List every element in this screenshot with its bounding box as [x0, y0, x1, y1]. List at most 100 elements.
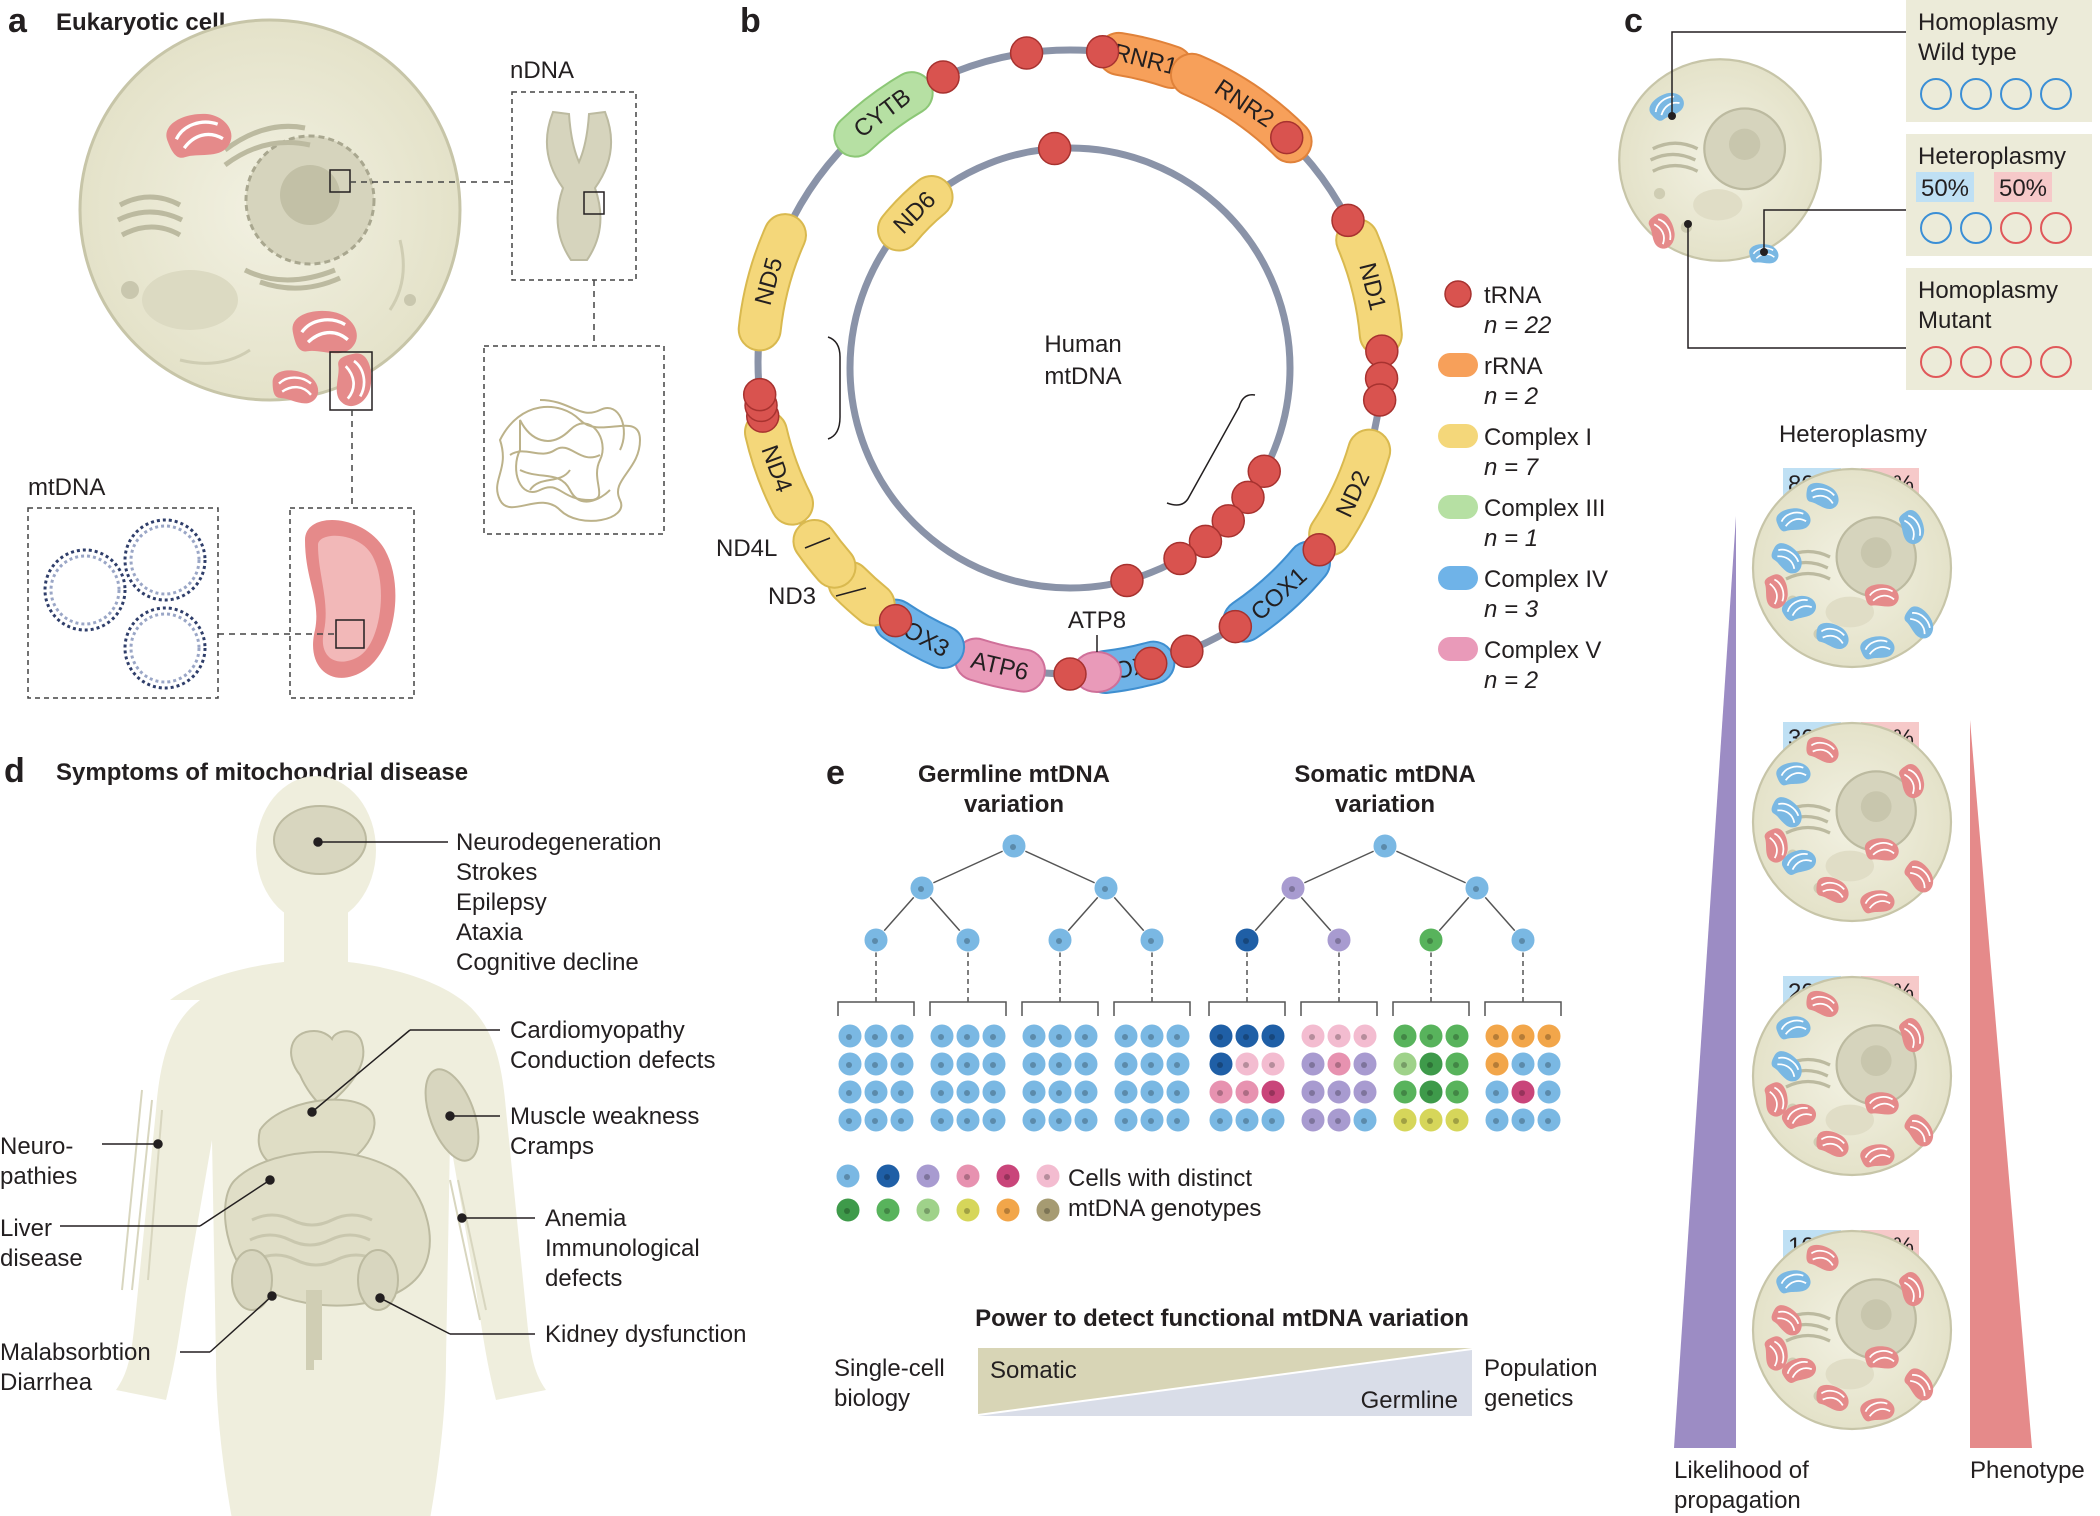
mitochondrion-large-icon: [305, 519, 396, 678]
trna-markers: [742, 34, 1399, 691]
nd3-label: ND3: [768, 583, 816, 610]
cell-node: [955, 1163, 981, 1189]
legend-count: n = 2: [1484, 383, 1538, 410]
cell-node: [1139, 1107, 1165, 1133]
legend-name: Complex III: [1484, 495, 1605, 522]
nd4l-label: ND4L: [716, 535, 777, 562]
cell-node: [1234, 1107, 1260, 1133]
gene-cytb: CYTB: [833, 71, 934, 158]
cell-node: [1047, 1079, 1073, 1105]
cell-node: [1484, 1107, 1510, 1133]
cell-node: [915, 1163, 941, 1189]
ndna-box: [511, 91, 637, 281]
cell-node: [1536, 1107, 1562, 1133]
symptom-gut-1: Malabsorbtion: [0, 1339, 151, 1366]
cell-node: [1464, 875, 1490, 901]
cell-node: [837, 1051, 863, 1077]
trna-marker: [1037, 131, 1072, 166]
cell-node: [1418, 927, 1444, 953]
symptom-muscle-2: Cramps: [510, 1133, 594, 1160]
legend-swatch: [1438, 495, 1478, 519]
trna-marker: [1163, 541, 1197, 576]
cell-node: [875, 1163, 901, 1189]
cell-node: [1073, 1107, 1099, 1133]
cell-node: [1372, 833, 1398, 859]
symptom-heart-1: Cardiomyopathy: [510, 1017, 685, 1044]
symptom-heart-2: Conduction defects: [510, 1047, 715, 1074]
cell-node: [1073, 1051, 1099, 1077]
cell-node: [1047, 927, 1073, 953]
chromatin-icon: [496, 399, 642, 522]
heteroplasmy-level: 30%70%: [1751, 721, 1953, 923]
genotype-legend: [835, 1163, 1061, 1223]
cell-node: [1035, 1163, 1061, 1189]
cell-node: [889, 1023, 915, 1049]
cell-node: [1021, 1023, 1047, 1049]
legend-count: n = 3: [1484, 596, 1539, 623]
legend-name: Complex I: [1484, 424, 1592, 451]
cell-node: [1047, 1107, 1073, 1133]
trna-marker: [1085, 34, 1120, 69]
cell-node: [1208, 1023, 1234, 1049]
cell-node: [1392, 1051, 1418, 1077]
cell-node: [889, 1107, 915, 1133]
panel-b: b Human mtDNA CYTBRNR1RNR2ND1ND2COX1COX2…: [716, 2, 1608, 694]
legend-count: n = 22: [1484, 312, 1551, 339]
cell-node: [1300, 1051, 1326, 1077]
cell-node: [929, 1023, 955, 1049]
homoplasmy-mut-subtitle: Mutant: [1918, 307, 1992, 334]
panel-a-title: Eukaryotic cell: [56, 9, 225, 36]
heteroplasmy-cells: 80%20%30%70%20%80%10%90%: [1751, 467, 1953, 1431]
trna-marker: [742, 377, 777, 412]
somatic-wedge: [978, 1348, 1472, 1414]
legend-item: Complex In = 7: [1438, 424, 1592, 481]
trna-marker: [1053, 657, 1087, 691]
cell-node: [1165, 1051, 1191, 1077]
trna-marker: [1134, 646, 1168, 681]
chromatin-box: [483, 345, 665, 535]
homoplasmy-wt-title: Homoplasmy: [1918, 9, 2058, 36]
cell-node: [1047, 1051, 1073, 1077]
trna-marker: [1211, 504, 1246, 538]
gene-nd4l: [792, 518, 857, 589]
population-label-1: Population: [1484, 1355, 1597, 1382]
lineage-tree: [837, 833, 1191, 1133]
heteroplasmy-cell: [1751, 467, 1953, 669]
cell-node: [1326, 927, 1352, 953]
cell-node: [863, 1051, 889, 1077]
genotype-legend-text-1: Cells with distinct: [1068, 1165, 1252, 1192]
panel-d: d Symptoms of mitochondrial disease: [0, 752, 746, 1516]
cell-node: [1139, 1079, 1165, 1105]
heteroplasmy-level: 80%20%: [1751, 467, 1953, 669]
cell-node: [1260, 1107, 1286, 1133]
symptom-brain-3: Epilepsy: [456, 889, 547, 916]
cell-node: [1352, 1051, 1378, 1077]
legend-swatch: [1444, 280, 1472, 308]
cell-node: [1536, 1079, 1562, 1105]
cell-node: [1234, 1079, 1260, 1105]
cell-node: [1536, 1051, 1562, 1077]
cell-node: [835, 1163, 861, 1189]
cell-node: [1260, 1023, 1286, 1049]
atp8-label: ATP8: [1068, 607, 1126, 634]
cell-node: [981, 1023, 1007, 1049]
somatic-title-2: variation: [1335, 791, 1435, 818]
cell-node: [889, 1079, 915, 1105]
panel-d-letter: d: [4, 752, 25, 790]
cell-node: [995, 1163, 1021, 1189]
cell-node: [1418, 1023, 1444, 1049]
cell-node: [1484, 1051, 1510, 1077]
het-wt-percent: 50%: [1921, 175, 1969, 202]
cell-node: [875, 1197, 901, 1223]
likelihood-label-line1: Likelihood of: [1674, 1457, 1809, 1484]
symptom-blood-1: Anemia: [545, 1205, 627, 1232]
cell-node: [1418, 1079, 1444, 1105]
gene-nd6: ND6: [877, 175, 954, 252]
legend-name: Complex V: [1484, 637, 1601, 664]
trna-marker: [1218, 609, 1253, 644]
legend-name: Complex IV: [1484, 566, 1608, 593]
cell-node: [1326, 1051, 1352, 1077]
trna-marker: [926, 60, 960, 94]
symptom-neuro-1: Neuro-: [0, 1133, 73, 1160]
cell-node: [1392, 1107, 1418, 1133]
